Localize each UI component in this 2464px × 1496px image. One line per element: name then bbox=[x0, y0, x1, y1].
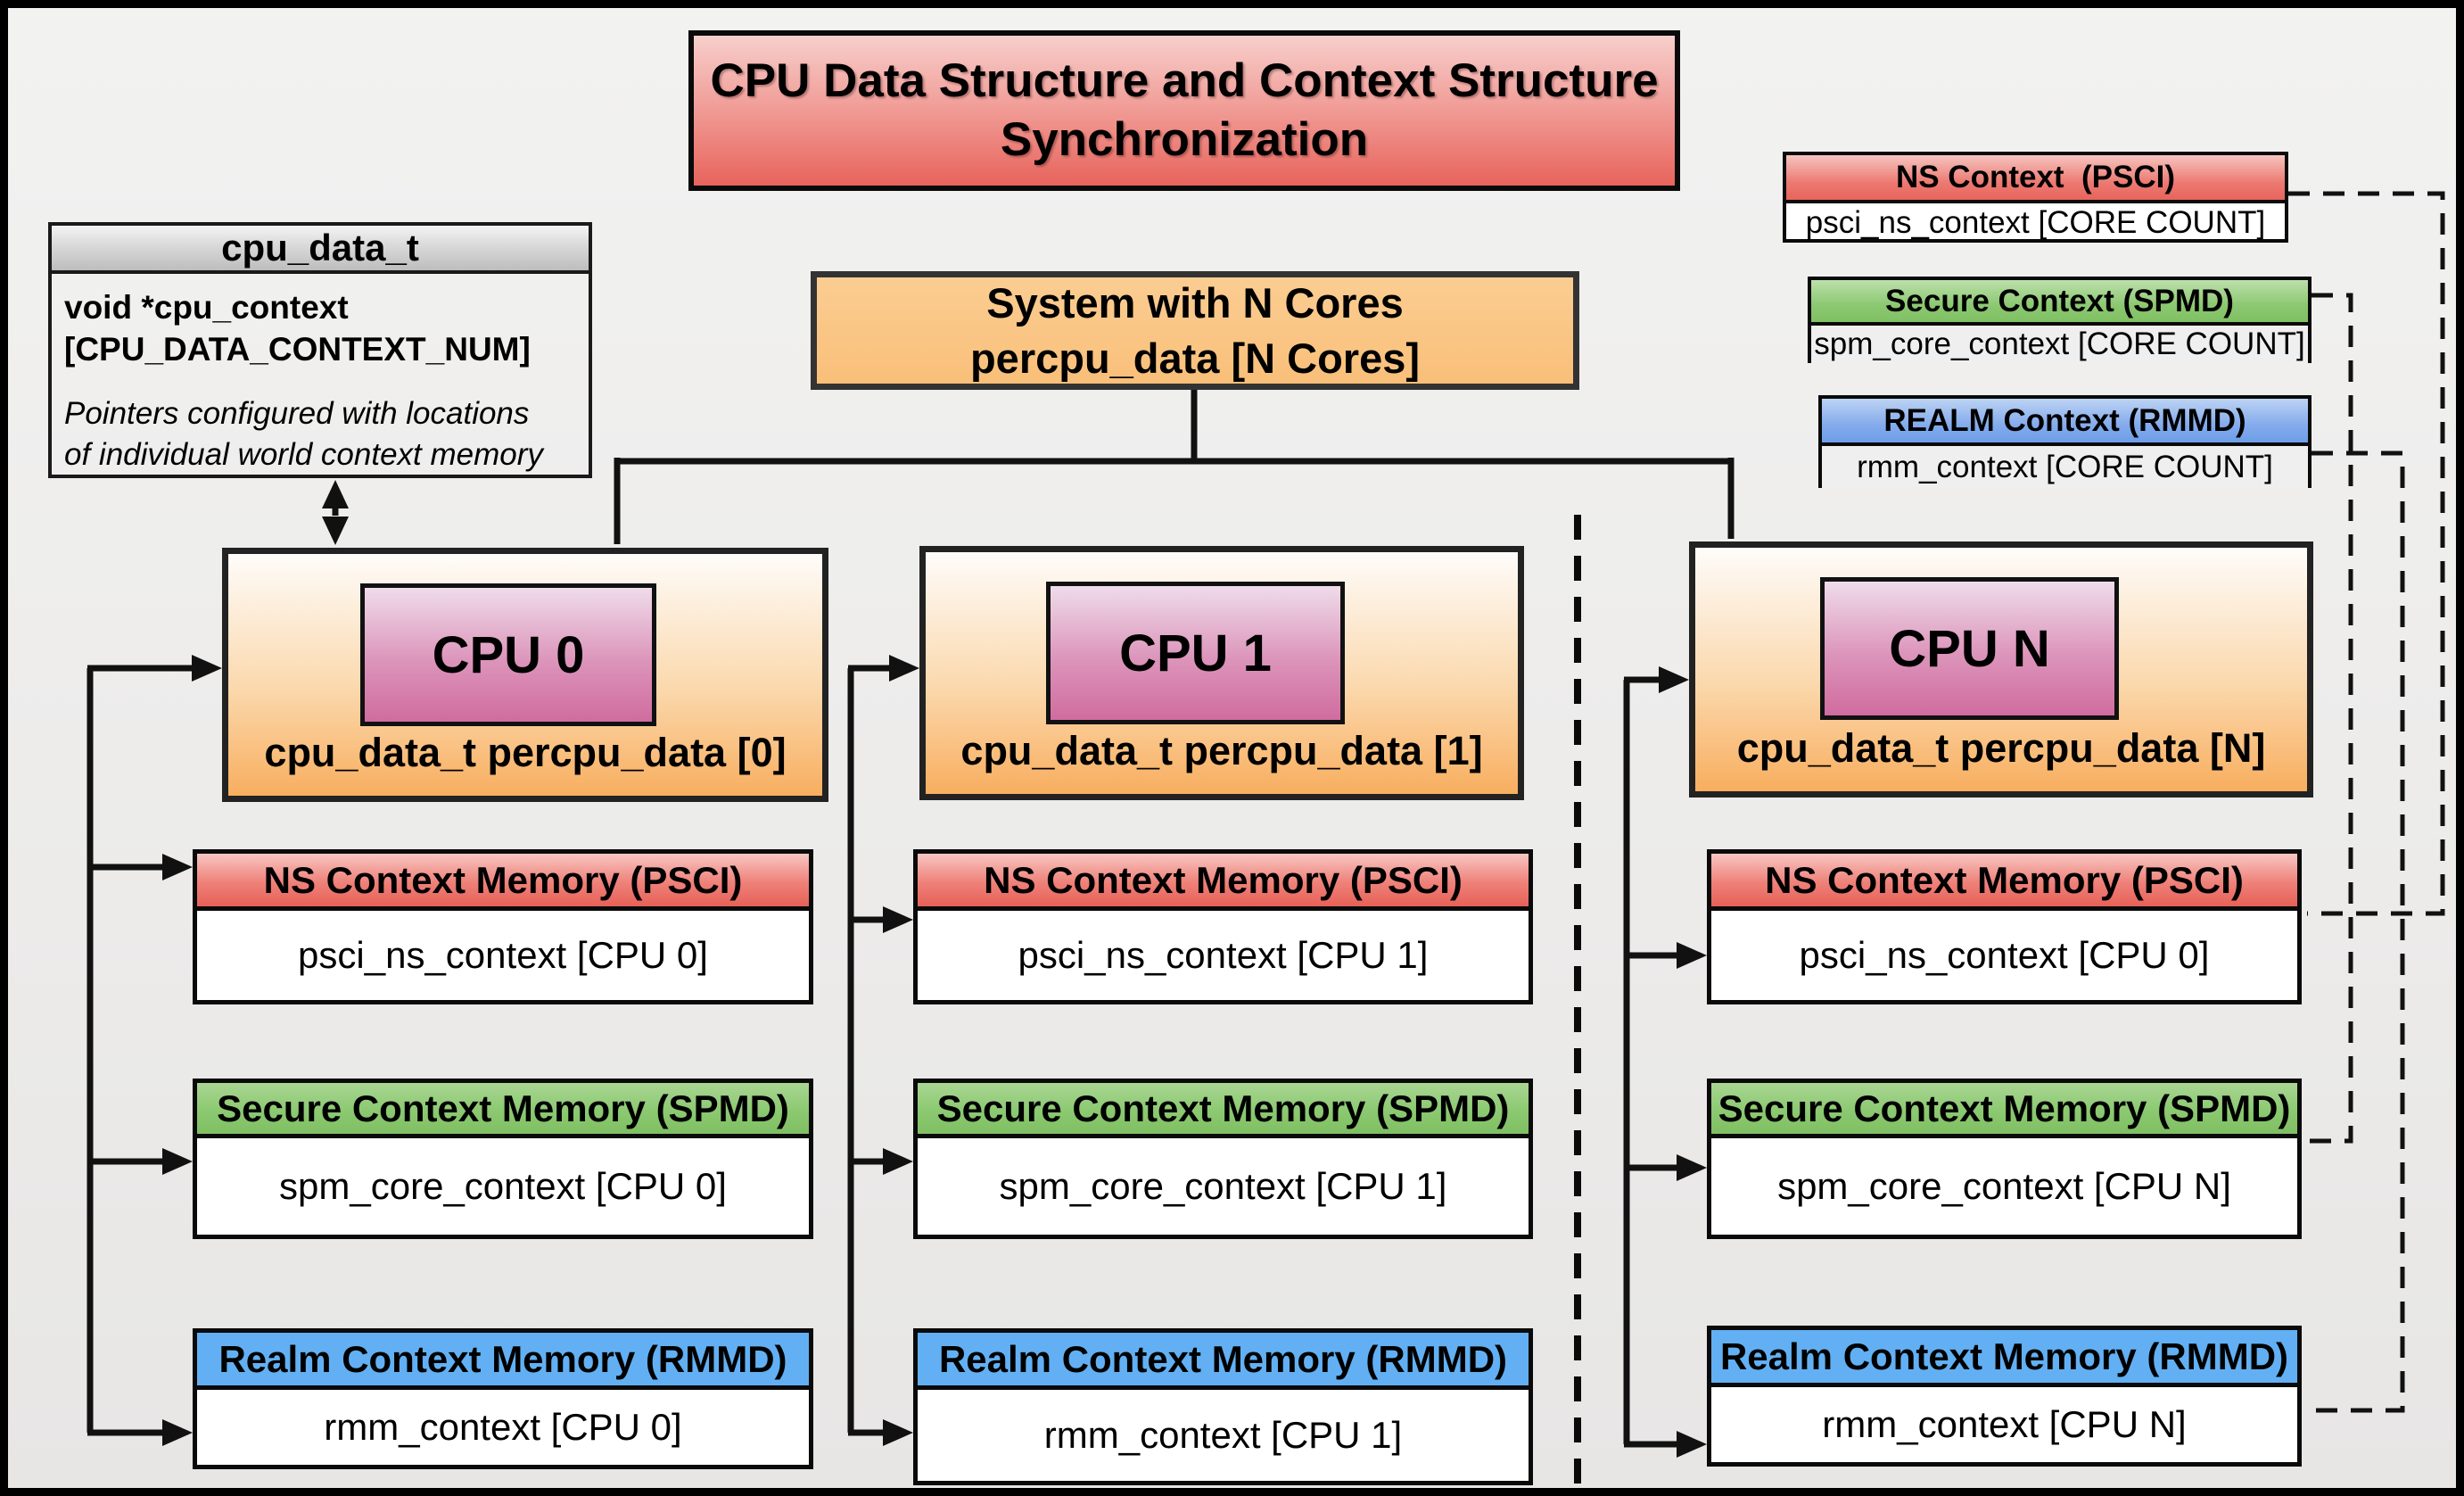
cpu0-realm-header: Realm Context Memory (RMMD) bbox=[197, 1333, 809, 1390]
cpu0-ns-body: psci_ns_context [CPU 0] bbox=[298, 934, 708, 976]
cpun-pointer-rail bbox=[1623, 676, 1677, 1448]
cpu-data-t-note: Pointers configured with locations of in… bbox=[64, 396, 543, 472]
cpu0-ns-context-box: NS Context Memory (PSCI) psci_ns_context… bbox=[193, 849, 813, 1004]
legend-realm-body: rmm_context [CORE COUNT] bbox=[1822, 446, 2308, 488]
cpu1-ns-header: NS Context Memory (PSCI) bbox=[918, 854, 1529, 911]
diagram-title: CPU Data Structure and Context Structure… bbox=[688, 30, 1680, 191]
cpu1-ns-body: psci_ns_context [CPU 1] bbox=[1018, 934, 1429, 976]
cpu0-rail-arrowheads bbox=[162, 655, 222, 1446]
cpun-realm-body: rmm_context [CPU N] bbox=[1822, 1403, 2187, 1445]
legend-ns-body: psci_ns_context [CORE COUNT] bbox=[1805, 205, 2266, 240]
cpun-label: CPU N bbox=[1820, 577, 2119, 720]
cpu1-realm-context-box: Realm Context Memory (RMMD) rmm_context … bbox=[913, 1328, 1533, 1485]
cpun-realm-header: Realm Context Memory (RMMD) bbox=[1711, 1330, 2297, 1387]
cpun-ns-body: psci_ns_context [CPU 0] bbox=[1799, 934, 2210, 976]
cpu0-data-line: cpu_data_t percpu_data [0] bbox=[264, 730, 787, 775]
cpu-data-t-link-arrow bbox=[322, 480, 349, 545]
cpun-box: CPU N cpu_data_t percpu_data [N] bbox=[1689, 541, 2313, 798]
cpu0-secure-context-box: Secure Context Memory (SPMD) spm_core_co… bbox=[193, 1079, 813, 1239]
cpun-ns-context-box: NS Context Memory (PSCI) psci_ns_context… bbox=[1707, 849, 2302, 1004]
system-line2: percpu_data [N Cores] bbox=[969, 334, 1421, 382]
legend-realm-context: REALM Context (RMMD) rmm_context [CORE C… bbox=[1818, 395, 2312, 488]
legend-secure-title: Secure Context (SPMD) bbox=[1811, 280, 2308, 326]
cpu-data-t-struct-box: cpu_data_t void *cpu_context [CPU_DATA_C… bbox=[48, 222, 592, 478]
realm-dashed-rail bbox=[2307, 450, 2405, 1413]
cpu0-pointer-rail bbox=[87, 665, 192, 1436]
cpun-secure-context-box: Secure Context Memory (SPMD) spm_core_co… bbox=[1707, 1079, 2302, 1239]
diagram-title-line1: CPU Data Structure and Context Structure bbox=[710, 54, 1659, 107]
cpu1-data-line: cpu_data_t percpu_data [1] bbox=[960, 728, 1483, 773]
legend-secure-context: Secure Context (SPMD) spm_core_context [… bbox=[1808, 277, 2312, 363]
cpun-ns-header: NS Context Memory (PSCI) bbox=[1711, 854, 2297, 911]
cpu1-realm-header: Realm Context Memory (RMMD) bbox=[918, 1333, 1529, 1390]
cpu-data-t-field: void *cpu_context [CPU_DATA_CONTEXT_NUM] bbox=[64, 289, 531, 368]
legend-secure-body: spm_core_context [CORE COUNT] bbox=[1811, 326, 2308, 363]
cpun-secure-body: spm_core_context [CPU N] bbox=[1777, 1165, 2231, 1207]
cpu1-rail-arrowheads bbox=[883, 655, 919, 1446]
cpu1-label: CPU 1 bbox=[1046, 582, 1345, 724]
secure-dashed-rail bbox=[2307, 293, 2353, 1144]
system-line1: System with N Cores bbox=[986, 278, 1404, 326]
cpu1-pointer-rail bbox=[847, 665, 889, 1436]
cpun-data-line: cpu_data_t percpu_data [N] bbox=[1736, 725, 2266, 771]
cpu1-secure-header: Secure Context Memory (SPMD) bbox=[918, 1083, 1529, 1138]
cpu0-realm-context-box: Realm Context Memory (RMMD) rmm_context … bbox=[193, 1328, 813, 1469]
legend-ns-title: NS Context (PSCI) bbox=[1786, 155, 2285, 203]
cpu0-ns-header: NS Context Memory (PSCI) bbox=[197, 854, 809, 911]
legend-realm-title: REALM Context (RMMD) bbox=[1822, 399, 2308, 446]
cpu1-realm-body: rmm_context [CPU 1] bbox=[1043, 1414, 1403, 1456]
cpu1-box: CPU 1 cpu_data_t percpu_data [1] bbox=[919, 546, 1524, 800]
cpu1-secure-body: spm_core_context [CPU 1] bbox=[999, 1165, 1447, 1207]
diagram-title-line2: Synchronization bbox=[1000, 113, 1369, 166]
cpu0-secure-header: Secure Context Memory (SPMD) bbox=[197, 1083, 809, 1138]
cpu0-secure-body: spm_core_context [CPU 0] bbox=[279, 1165, 727, 1207]
cpu1-ns-context-box: NS Context Memory (PSCI) psci_ns_context… bbox=[913, 849, 1533, 1004]
legend-dashed-rails bbox=[2288, 191, 2445, 1413]
cpu-data-t-header: cpu_data_t bbox=[52, 226, 589, 274]
legend-ns-context: NS Context (PSCI) psci_ns_context [CORE … bbox=[1783, 152, 2288, 243]
cpu0-label: CPU 0 bbox=[360, 583, 656, 726]
cpun-secure-header: Secure Context Memory (SPMD) bbox=[1711, 1083, 2297, 1138]
cpu1-secure-context-box: Secure Context Memory (SPMD) spm_core_co… bbox=[913, 1079, 1533, 1239]
cpu0-box: CPU 0 cpu_data_t percpu_data [0] bbox=[222, 548, 828, 802]
cpu0-realm-body: rmm_context [CPU 0] bbox=[324, 1406, 682, 1448]
system-box: System with N Cores percpu_data [N Cores… bbox=[811, 271, 1579, 390]
cpun-realm-context-box: Realm Context Memory (RMMD) rmm_context … bbox=[1707, 1326, 2302, 1467]
system-to-cpus-connector bbox=[614, 390, 1735, 544]
